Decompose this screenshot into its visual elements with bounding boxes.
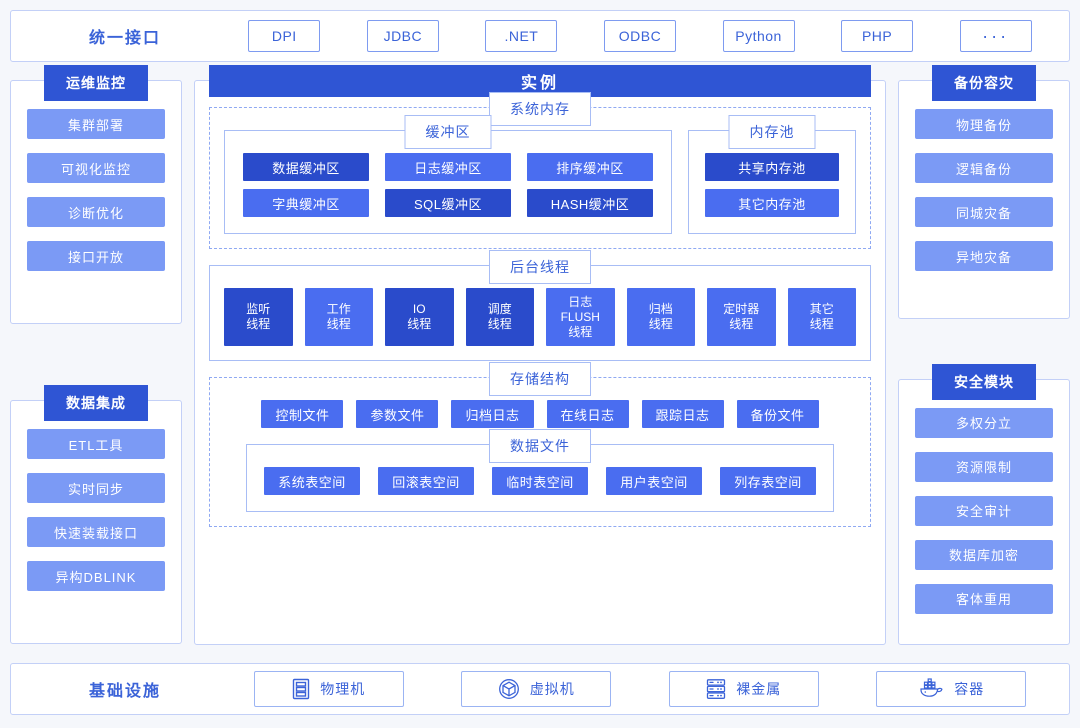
server-rack-icon <box>706 678 726 700</box>
group-memory-pool: 内存池 共享内存池 其它内存池 <box>688 115 856 234</box>
infrastructure-bar-title: 基础设施 <box>88 683 161 700</box>
thread-archive[interactable]: 归档 线程 <box>626 288 695 346</box>
thread-other[interactable]: 其它 线程 <box>787 288 856 346</box>
integration-item-fast-load[interactable]: 快速装载接口 <box>27 517 165 547</box>
right-column: 备份容灾 物理备份 逻辑备份 同城灾备 异地灾备 安全模块 多权分立 资源限制 … <box>898 65 1070 645</box>
thread-timer[interactable]: 定时器 线程 <box>707 288 776 346</box>
group-background-threads: 后台线程 监听 线程 工作 线程 IO 线程 调度 线程 日志 FLUSH 线程… <box>209 250 871 361</box>
infra-label-container: 容器 <box>954 681 985 697</box>
group-system-memory-title: 系统内存 <box>489 92 591 126</box>
tablespace-columnar[interactable]: 列存表空间 <box>720 467 816 495</box>
file-control[interactable]: 控制文件 <box>261 400 344 428</box>
interface-chip-dpi[interactable]: DPI <box>248 20 321 52</box>
panel-backup-dr: 备份容灾 物理备份 逻辑备份 同城灾备 异地灾备 <box>898 65 1070 319</box>
tablespace-user[interactable]: 用户表空间 <box>606 467 702 495</box>
panel-backup-dr-badge: 备份容灾 <box>932 65 1036 101</box>
buffer-sql[interactable]: SQL缓冲区 <box>385 189 511 217</box>
tablespace-temp[interactable]: 临时表空间 <box>492 467 588 495</box>
tablespace-rollback[interactable]: 回滚表空间 <box>378 467 474 495</box>
file-online-log[interactable]: 在线日志 <box>546 400 629 428</box>
group-storage-structure: 存储结构 控制文件 参数文件 归档日志 在线日志 跟踪日志 备份文件 数据文件 … <box>209 362 871 527</box>
thread-io[interactable]: IO 线程 <box>385 288 454 346</box>
infra-chip-bare-metal[interactable]: 裸金属 <box>668 671 819 707</box>
panel-data-integration: 数据集成 ETL工具 实时同步 快速装载接口 异构DBLINK <box>10 385 182 644</box>
docker-whale-icon <box>918 678 944 700</box>
middle-region: 运维监控 集群部署 可视化监控 诊断优化 接口开放 数据集成 ETL工具 实时同… <box>10 65 1070 645</box>
panel-security-module: 安全模块 多权分立 资源限制 安全审计 数据库加密 客体重用 <box>898 363 1070 645</box>
interface-chip-net[interactable]: .NET <box>485 20 558 52</box>
ops-item-cluster-deploy[interactable]: 集群部署 <box>27 109 165 139</box>
file-archive-log[interactable]: 归档日志 <box>451 400 534 428</box>
group-storage-structure-title: 存储结构 <box>489 362 591 396</box>
infra-label-bare-metal: 裸金属 <box>736 681 782 697</box>
security-item-separation-of-powers[interactable]: 多权分立 <box>915 407 1053 438</box>
integration-item-realtime-sync[interactable]: 实时同步 <box>27 473 165 503</box>
buffer-data[interactable]: 数据缓冲区 <box>243 153 369 181</box>
infra-chip-container[interactable]: 容器 <box>876 671 1027 707</box>
ops-item-visual-monitoring[interactable]: 可视化监控 <box>27 153 165 183</box>
integration-item-etl[interactable]: ETL工具 <box>27 429 165 459</box>
left-column: 运维监控 集群部署 可视化监控 诊断优化 接口开放 数据集成 ETL工具 实时同… <box>10 65 182 645</box>
storage-file-list: 控制文件 参数文件 归档日志 在线日志 跟踪日志 备份文件 <box>224 400 856 428</box>
interface-chip-php[interactable]: PHP <box>841 20 914 52</box>
interface-bar: 统一接口 DPI JDBC .NET ODBC Python PHP ··· <box>10 10 1070 62</box>
infra-label-virtual-machine: 虚拟机 <box>529 681 575 697</box>
buffer-log[interactable]: 日志缓冲区 <box>385 153 511 181</box>
group-background-threads-title: 后台线程 <box>489 250 591 284</box>
interface-chip-jdbc[interactable]: JDBC <box>366 20 439 52</box>
interface-chip-odbc[interactable]: ODBC <box>603 20 676 52</box>
interface-chip-more[interactable]: ··· <box>959 20 1032 52</box>
buffer-hash[interactable]: HASH缓冲区 <box>527 189 653 217</box>
infra-chip-physical-machine[interactable]: 物理机 <box>253 671 404 707</box>
group-buffer-area: 缓冲区 数据缓冲区 日志缓冲区 排序缓冲区 字典缓冲区 SQL缓冲区 HASH缓… <box>224 115 672 234</box>
ops-item-diagnostic-tuning[interactable]: 诊断优化 <box>27 197 165 227</box>
group-system-memory: 系统内存 缓冲区 数据缓冲区 日志缓冲区 排序缓冲区 字典缓冲区 SQL缓冲区 … <box>209 92 871 249</box>
file-trace-log[interactable]: 跟踪日志 <box>641 400 724 428</box>
security-item-resource-limit[interactable]: 资源限制 <box>915 451 1053 482</box>
cube-circle-icon <box>498 678 520 700</box>
file-backup[interactable]: 备份文件 <box>736 400 819 428</box>
security-item-db-encryption[interactable]: 数据库加密 <box>915 539 1053 570</box>
security-item-object-reuse[interactable]: 客体重用 <box>915 583 1053 614</box>
server-tower-icon <box>292 678 310 700</box>
center-column: 实例 系统内存 缓冲区 数据缓冲区 日志缓冲区 排序缓冲区 字典缓冲区 S <box>194 65 886 645</box>
interface-chip-list: DPI JDBC .NET ODBC Python PHP ··· <box>225 20 1055 52</box>
group-buffer-area-title: 缓冲区 <box>404 115 492 149</box>
thread-listener[interactable]: 监听 线程 <box>224 288 293 346</box>
infra-label-physical-machine: 物理机 <box>320 681 366 697</box>
panel-instance-badge: 实例 <box>209 65 871 97</box>
panel-ops-monitoring-badge: 运维监控 <box>44 65 148 101</box>
buffer-dictionary[interactable]: 字典缓冲区 <box>243 189 369 217</box>
thread-log-flush[interactable]: 日志 FLUSH 线程 <box>546 288 615 346</box>
file-parameter[interactable]: 参数文件 <box>356 400 439 428</box>
infrastructure-bar: 基础设施 物理机 <box>10 663 1070 715</box>
panel-security-module-badge: 安全模块 <box>932 363 1036 400</box>
interface-bar-title: 统一接口 <box>88 30 161 47</box>
panel-ops-monitoring: 运维监控 集群部署 可视化监控 诊断优化 接口开放 <box>10 65 182 324</box>
backup-item-local-dr[interactable]: 同城灾备 <box>915 197 1053 227</box>
security-item-audit[interactable]: 安全审计 <box>915 495 1053 526</box>
backup-item-logical[interactable]: 逻辑备份 <box>915 153 1053 183</box>
interface-chip-python[interactable]: Python <box>722 20 795 52</box>
backup-item-remote-dr[interactable]: 异地灾备 <box>915 241 1053 271</box>
pool-shared[interactable]: 共享内存池 <box>705 153 839 181</box>
ops-item-open-interface[interactable]: 接口开放 <box>27 241 165 271</box>
group-memory-pool-title: 内存池 <box>728 115 816 149</box>
integration-item-dblink[interactable]: 异构DBLINK <box>27 561 165 591</box>
buffer-sort[interactable]: 排序缓冲区 <box>527 153 653 181</box>
tablespace-system[interactable]: 系统表空间 <box>264 467 360 495</box>
infra-chip-virtual-machine[interactable]: 虚拟机 <box>461 671 612 707</box>
panel-instance: 实例 系统内存 缓冲区 数据缓冲区 日志缓冲区 排序缓冲区 字典缓冲区 S <box>194 65 886 645</box>
group-data-files: 数据文件 系统表空间 回滚表空间 临时表空间 用户表空间 列存表空间 <box>246 429 834 512</box>
group-data-files-title: 数据文件 <box>489 429 591 463</box>
thread-worker[interactable]: 工作 线程 <box>304 288 373 346</box>
backup-item-physical[interactable]: 物理备份 <box>915 109 1053 139</box>
infrastructure-chip-list: 物理机 虚拟机 <box>225 671 1055 707</box>
thread-scheduler[interactable]: 调度 线程 <box>465 288 534 346</box>
pool-other[interactable]: 其它内存池 <box>705 189 839 217</box>
panel-data-integration-badge: 数据集成 <box>44 385 148 421</box>
